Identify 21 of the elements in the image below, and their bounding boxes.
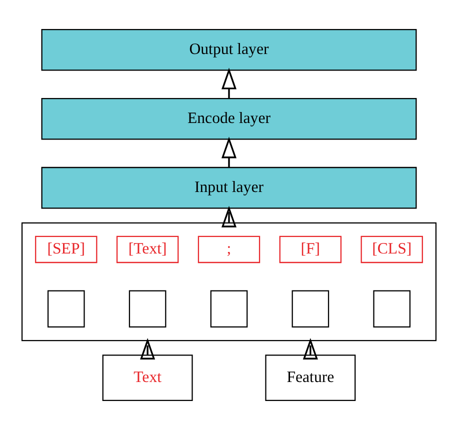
arrow: [140, 338, 156, 360]
node-box: [F]: [279, 236, 342, 264]
node-box: [292, 290, 330, 328]
node-box: [SEP]: [35, 236, 98, 264]
node-box: Text: [102, 354, 193, 402]
node-box: [373, 290, 411, 328]
arrow: [221, 68, 237, 98]
node-box: [Text]: [116, 236, 179, 264]
node-box: [CLS]: [360, 236, 423, 264]
node-box: [210, 290, 248, 328]
arrow: [221, 136, 237, 168]
node-box: ;: [198, 236, 260, 264]
node-box: [128, 290, 166, 328]
node-box: Encode layer: [41, 98, 417, 140]
arrow: [221, 206, 237, 228]
node-box: Output layer: [41, 28, 417, 71]
node-box: Input layer: [41, 166, 417, 209]
cluster: [21, 222, 437, 342]
arrow: [302, 338, 318, 360]
node-box: Feature: [265, 354, 356, 402]
node-box: [47, 290, 85, 328]
